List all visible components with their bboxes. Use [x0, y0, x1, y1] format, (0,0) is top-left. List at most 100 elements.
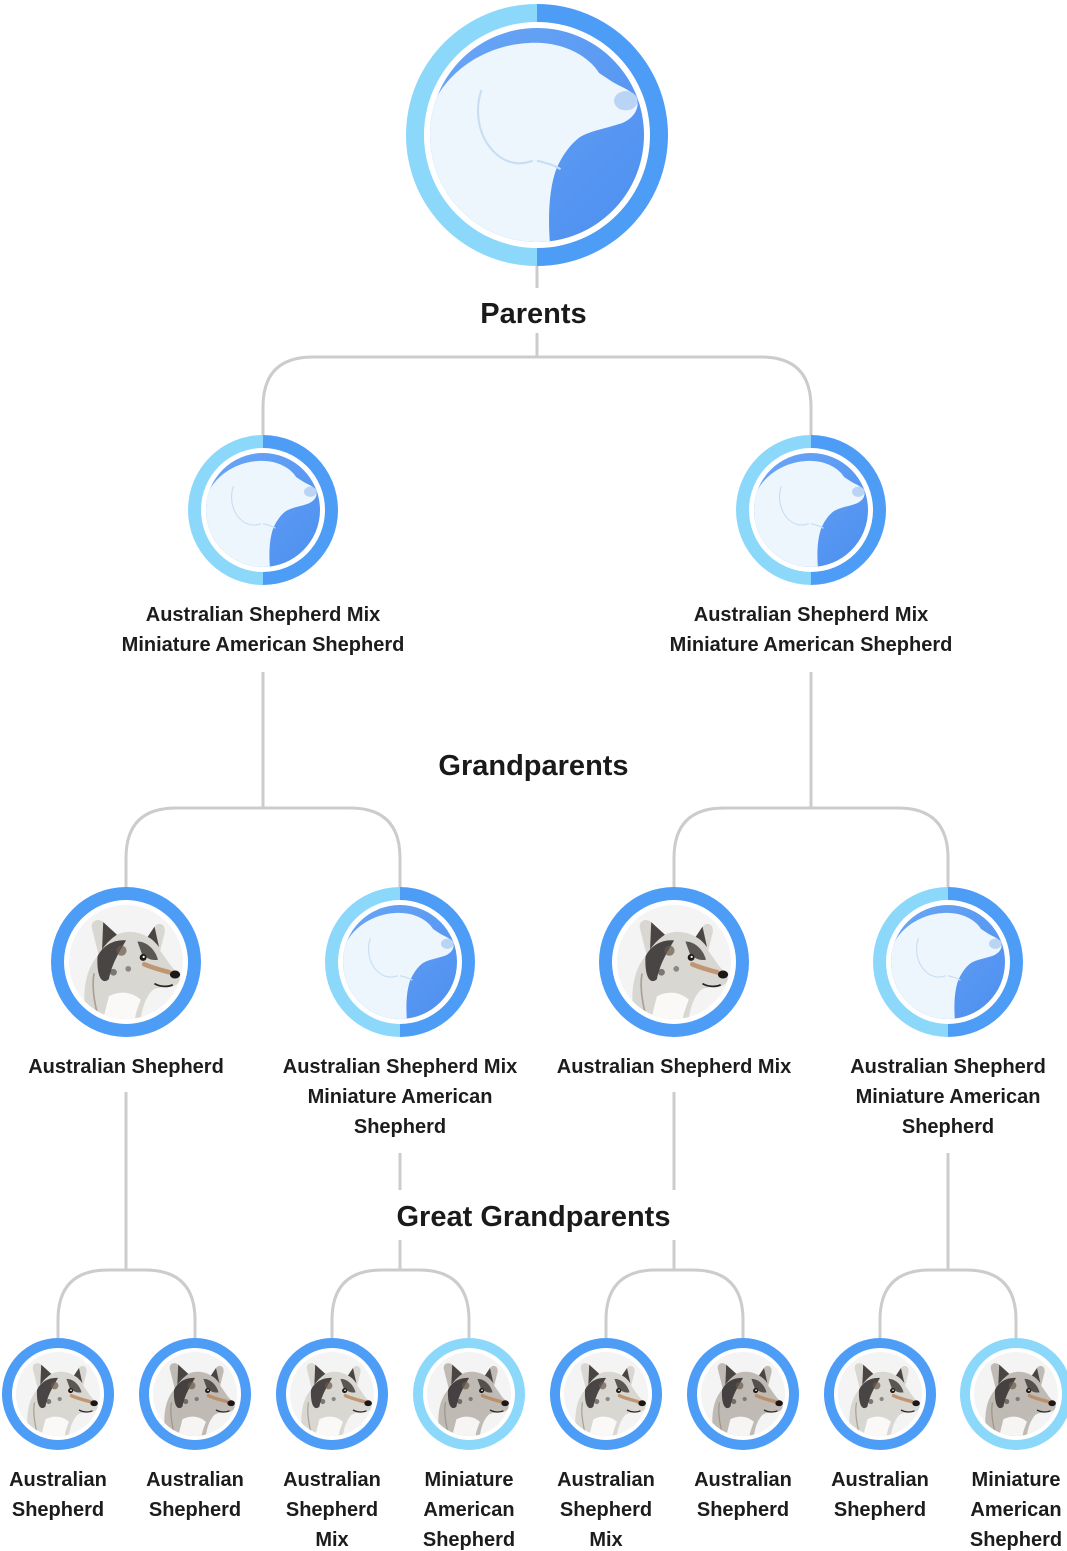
avatar	[430, 28, 644, 242]
avatar-frame	[424, 22, 650, 248]
dog-silhouette-icon	[206, 453, 320, 567]
generation-heading-grandparents: Grandparents	[438, 750, 629, 782]
avatar	[617, 905, 731, 1019]
generation-heading-great-grandparents: Great Grandparents	[396, 1201, 671, 1233]
grandparent-node[interactable]	[599, 887, 749, 1037]
grandparent-node[interactable]	[325, 887, 475, 1037]
dog-photo	[974, 1352, 1058, 1436]
grandparent-node[interactable]	[873, 887, 1023, 1037]
avatar-frame	[201, 448, 325, 572]
connector-line	[330, 1268, 471, 1338]
avatar	[754, 453, 868, 567]
avatar-frame	[970, 1348, 1062, 1440]
breed-line: Australian	[694, 1469, 792, 1491]
avatar	[974, 1352, 1058, 1436]
avatar-frame	[886, 900, 1010, 1024]
breed-line: Australian Shepherd Mix	[556, 1056, 792, 1078]
avatar	[16, 1352, 100, 1436]
connector-line	[124, 806, 402, 888]
breed-line: Shepherd	[559, 1499, 653, 1521]
avatar-frame	[423, 1348, 515, 1440]
avatar-frame	[149, 1348, 241, 1440]
dog-photo	[564, 1352, 648, 1436]
great-grandparent-node[interactable]	[550, 1338, 662, 1450]
generation-heading-parents: Parents	[480, 298, 587, 330]
breed-line: Australian Shepherd Mix	[693, 604, 929, 626]
breed-line: Shepherd	[422, 1529, 516, 1551]
great-grandparent-node[interactable]	[960, 1338, 1067, 1450]
avatar	[343, 905, 457, 1019]
breed-line: Shepherd	[148, 1499, 242, 1521]
great-grandparent-node[interactable]	[687, 1338, 799, 1450]
grandparent-node[interactable]	[51, 887, 201, 1037]
avatar	[290, 1352, 374, 1436]
subject-dog-node[interactable]	[406, 4, 668, 266]
breed-line: Australian	[146, 1469, 244, 1491]
great-grandparent-node[interactable]	[139, 1338, 251, 1450]
dog-photo	[617, 905, 731, 1019]
breed-line: Australian Shepherd Mix	[282, 1056, 518, 1078]
dog-silhouette-icon	[891, 905, 1005, 1019]
breed-line: Shepherd	[353, 1116, 447, 1138]
grandparent-breed-label: Australian Shepherd Mix	[544, 1052, 804, 1082]
avatar-frame	[560, 1348, 652, 1440]
breed-line: Miniature	[424, 1469, 514, 1491]
dog-photo	[838, 1352, 922, 1436]
breed-line: Shepherd	[833, 1499, 927, 1521]
avatar	[891, 905, 1005, 1019]
breed-line: Miniature American Shepherd	[121, 634, 405, 656]
connector-line	[878, 1268, 1018, 1338]
great-grandparent-node[interactable]	[824, 1338, 936, 1450]
breed-line: Shepherd	[11, 1499, 105, 1521]
grandparent-breed-label: Australian Shepherd	[0, 1052, 256, 1082]
breed-line: Australian Shepherd Mix	[145, 604, 381, 626]
breed-line: American	[970, 1499, 1062, 1521]
great-grandparent-node[interactable]	[2, 1338, 114, 1450]
dog-photo	[701, 1352, 785, 1436]
avatar-frame	[286, 1348, 378, 1440]
breed-line: American	[423, 1499, 515, 1521]
parent-node[interactable]	[188, 435, 338, 585]
dog-silhouette-icon	[754, 453, 868, 567]
dog-silhouette-icon	[430, 28, 644, 242]
connector-line	[672, 806, 950, 888]
breed-line: Shepherd	[969, 1529, 1063, 1551]
great-grandparent-node[interactable]	[413, 1338, 525, 1450]
breed-line: Mix	[315, 1529, 349, 1551]
breed-line: Australian Shepherd	[850, 1056, 1046, 1078]
connector-line	[261, 355, 813, 437]
avatar	[69, 905, 183, 1019]
parent-node[interactable]	[736, 435, 886, 585]
avatar-frame	[834, 1348, 926, 1440]
avatar-frame	[697, 1348, 789, 1440]
dog-photo	[427, 1352, 511, 1436]
breed-line: Miniature American	[307, 1086, 493, 1108]
breed-line: Australian	[831, 1469, 929, 1491]
dog-silhouette-icon	[343, 905, 457, 1019]
avatar	[206, 453, 320, 567]
breed-line: Shepherd	[285, 1499, 379, 1521]
dog-photo	[69, 905, 183, 1019]
dog-photo	[153, 1352, 237, 1436]
avatar-frame	[612, 900, 736, 1024]
breed-line: Miniature American Shepherd	[669, 634, 953, 656]
breed-line: Australian	[9, 1469, 107, 1491]
great-grandparent-node[interactable]	[276, 1338, 388, 1450]
avatar-frame	[338, 900, 462, 1024]
avatar	[838, 1352, 922, 1436]
avatar-frame	[749, 448, 873, 572]
avatar	[564, 1352, 648, 1436]
breed-line: Shepherd	[696, 1499, 790, 1521]
